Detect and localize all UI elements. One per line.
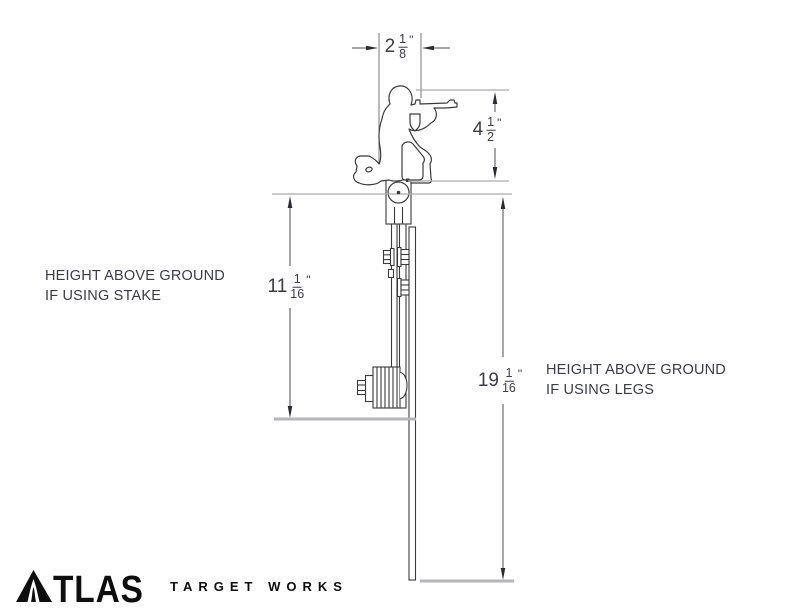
dim-stake-height: 11 1 16 " xyxy=(267,271,311,302)
dimension-arrows xyxy=(287,45,506,580)
note-legs: HEIGHT ABOVE GROUND IF USING LEGS xyxy=(546,360,726,400)
dim-value: 2 xyxy=(384,36,396,57)
target-silhouette xyxy=(353,85,458,186)
dim-fraction: 1 16 xyxy=(501,365,516,395)
note-stake-line1: HEIGHT ABOVE GROUND xyxy=(45,268,225,284)
upper-bolt xyxy=(382,246,410,268)
note-legs-line2: IF USING LEGS xyxy=(546,382,655,398)
boot-hole xyxy=(365,166,373,173)
stake-bar xyxy=(408,226,417,581)
dim-legs-height: 19 1 16 " xyxy=(477,365,523,396)
logo-tagline: TARGET WORKS xyxy=(170,579,348,594)
dim-fraction: 1 16 xyxy=(290,271,305,301)
dim-value: 19 xyxy=(477,370,499,391)
atlas-a-logo-icon xyxy=(16,570,52,602)
dim-target-height: 4 1 2 " xyxy=(472,114,502,145)
width-extension-lines xyxy=(378,33,422,177)
dim-target-width: 2 1 8 " xyxy=(384,31,414,62)
note-stake-line2: IF USING STAKE xyxy=(45,288,162,304)
dim-value: 11 xyxy=(267,276,288,297)
inch-mark: " xyxy=(497,116,502,130)
note-legs-line1: HEIGHT ABOVE GROUND xyxy=(546,362,726,378)
lower-bolt xyxy=(396,277,410,298)
inch-mark: " xyxy=(306,273,311,287)
logo-wordmark: TLAS xyxy=(53,569,144,611)
dim-value: 4 xyxy=(472,119,484,140)
pivot-center-mark xyxy=(396,190,401,195)
chest-cutout xyxy=(409,113,421,132)
dim-fraction: 1 8 xyxy=(398,31,408,61)
leg-cutout xyxy=(401,141,425,181)
extension-lines xyxy=(272,89,512,195)
stake-clamp xyxy=(356,366,408,409)
dim-fraction: 1 2 xyxy=(486,114,496,144)
note-stake: HEIGHT ABOVE GROUND IF USING STAKE xyxy=(45,266,225,306)
inch-mark: " xyxy=(409,33,414,47)
inch-mark: " xyxy=(517,367,523,381)
dimension-lines xyxy=(289,47,504,569)
